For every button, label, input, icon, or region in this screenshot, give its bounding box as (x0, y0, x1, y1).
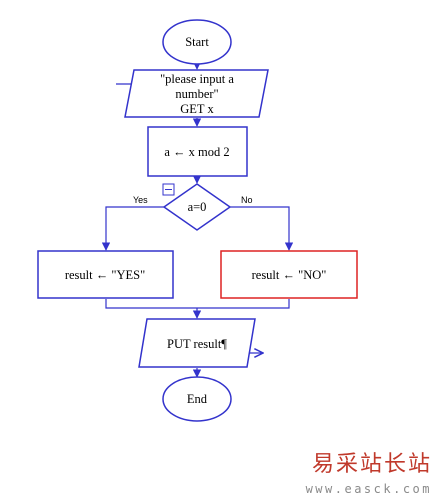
decision-node: a=0 (162, 183, 232, 231)
edge-decision-no (230, 206, 294, 251)
end-shape (162, 376, 232, 422)
start-shape (162, 19, 232, 65)
output-label: PUT result¶ (167, 337, 227, 351)
no-branch-label: No (241, 195, 253, 205)
end-node: End (162, 376, 232, 422)
watermark-site-name: 易采站长站 (312, 452, 432, 477)
yes-process-shape (37, 250, 174, 299)
site-watermark: 易采站长站 www.easck.com (306, 452, 432, 496)
collapse-toggle-icon[interactable] (162, 183, 175, 196)
no-process-shape (220, 250, 358, 299)
no-process-label: result ← "NO" (252, 268, 327, 282)
end-label: End (187, 392, 208, 406)
edge-yes-to-merge (105, 299, 197, 309)
start-node: Start (162, 19, 232, 65)
input-line-3: GET x (180, 102, 214, 116)
edge-decision-yes (101, 206, 164, 251)
mod-process-shape (147, 126, 248, 177)
yes-process-node: result ← "YES" (37, 250, 174, 299)
decision-shape (162, 183, 232, 231)
yes-process-label: result ← "YES" (65, 268, 145, 282)
input-line-1: "please input a (160, 72, 234, 86)
yes-branch-label: Yes (133, 195, 148, 205)
no-process-node: result ← "NO" (220, 250, 358, 299)
mod-process-node: a ← x mod 2 (147, 126, 248, 177)
output-node: PUT result¶ (138, 318, 256, 368)
input-shape (124, 69, 269, 118)
watermark-site-url: www.easck.com (306, 482, 432, 496)
input-node: "please input a number" GET x (124, 69, 269, 118)
output-shape (138, 318, 256, 368)
start-label: Start (185, 35, 209, 49)
decision-label: a=0 (188, 200, 207, 214)
input-line-2: number" (175, 87, 218, 101)
mod-process-label: a ← x mod 2 (164, 145, 229, 159)
edge-no-to-merge (197, 299, 290, 309)
